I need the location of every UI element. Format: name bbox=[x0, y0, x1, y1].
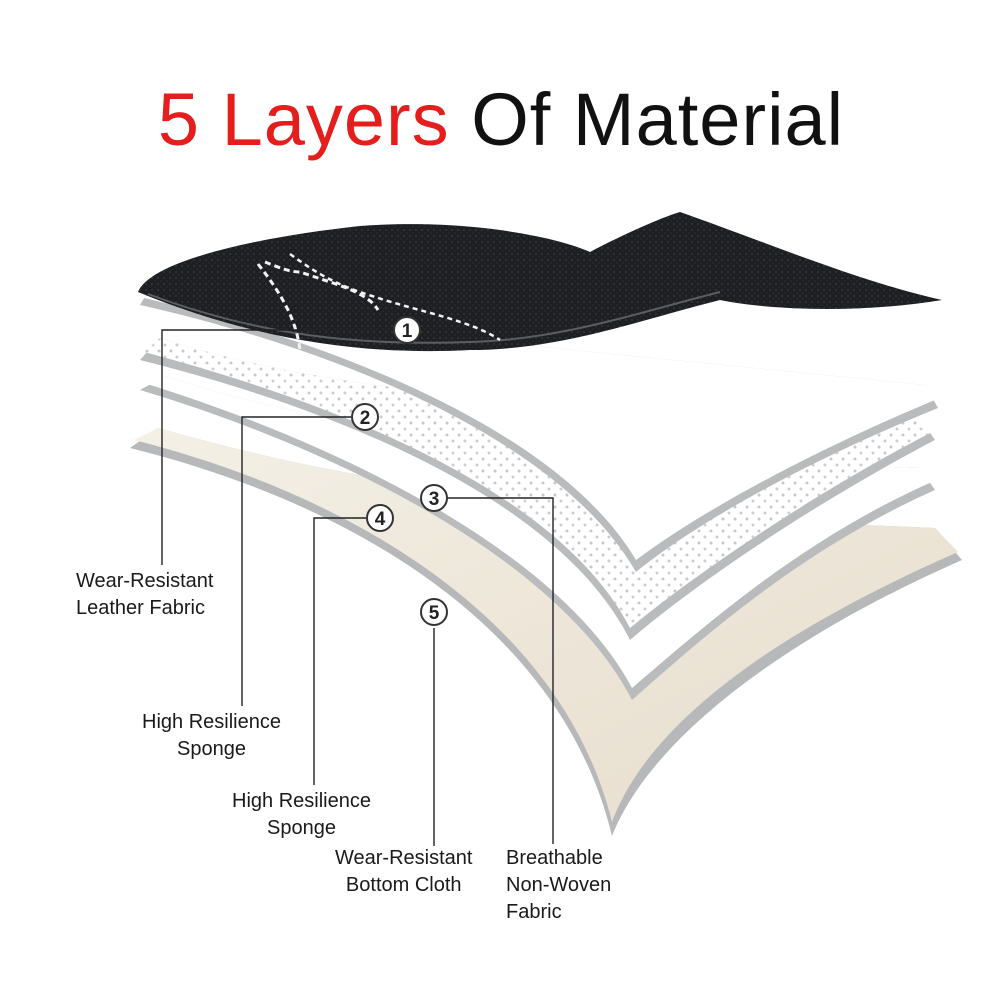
label-sponge-upper: High Resilience Sponge bbox=[142, 709, 281, 763]
marker-3-number: 3 bbox=[429, 489, 440, 510]
marker-2-number: 2 bbox=[360, 408, 371, 429]
label-line: Fabric bbox=[506, 901, 562, 923]
label-line: Breathable bbox=[506, 847, 603, 869]
label-line: Sponge bbox=[177, 738, 246, 760]
label-line: Sponge bbox=[267, 817, 336, 839]
marker-2: 2 bbox=[351, 403, 379, 431]
label-line: Bottom Cloth bbox=[345, 874, 462, 896]
marker-1-number: 1 bbox=[402, 321, 413, 342]
label-line: High Resilience bbox=[142, 711, 281, 733]
label-sponge-lower: High Resilience Sponge bbox=[232, 788, 371, 842]
label-bottom-cloth: Wear-Resistant Bottom Cloth bbox=[335, 845, 472, 899]
label-line: Non-Woven bbox=[506, 874, 612, 896]
label-line: Wear-Resistant bbox=[335, 847, 473, 869]
marker-4-number: 4 bbox=[375, 509, 386, 530]
title-rest: Of Material bbox=[471, 78, 845, 161]
marker-1: 1 bbox=[393, 316, 421, 344]
page-title: 5 Layers Of Material bbox=[0, 78, 1002, 162]
marker-5: 5 bbox=[420, 598, 448, 626]
label-line: Leather Fabric bbox=[76, 597, 205, 619]
callout-lines bbox=[161, 329, 554, 846]
label-non-woven-fabric: Breathable Non-Woven Fabric bbox=[506, 845, 611, 926]
label-line: Wear-Resistant bbox=[76, 570, 214, 592]
layer-1-leather bbox=[138, 212, 942, 352]
marker-5-number: 5 bbox=[429, 603, 440, 624]
title-highlight: 5 Layers bbox=[157, 78, 450, 161]
marker-4: 4 bbox=[366, 504, 394, 532]
marker-3: 3 bbox=[420, 484, 448, 512]
label-line: High Resilience bbox=[232, 790, 371, 812]
label-leather-fabric: Wear-Resistant Leather Fabric bbox=[76, 568, 213, 622]
layer-2-sponge bbox=[140, 288, 938, 572]
